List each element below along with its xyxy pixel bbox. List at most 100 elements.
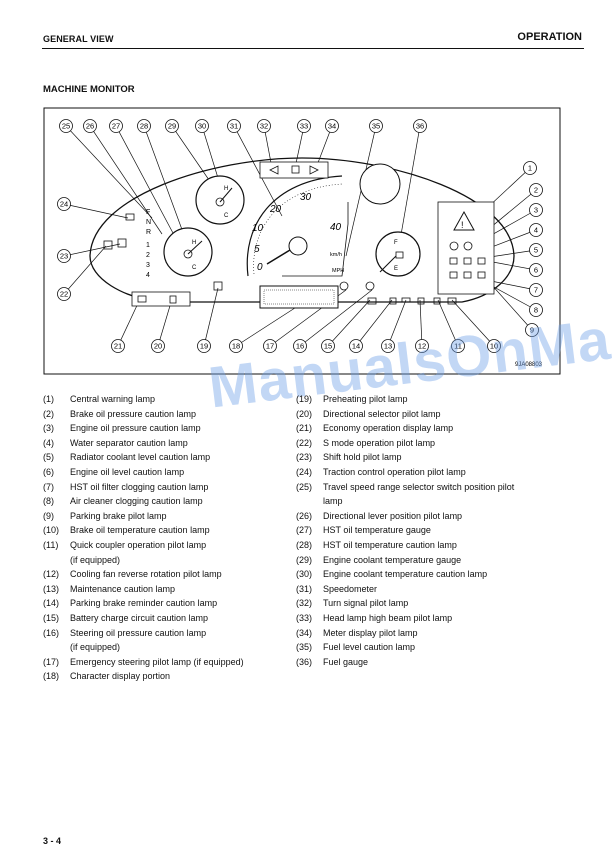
legend-text: Emergency steering pilot lamp (if equipp…	[70, 656, 244, 667]
legend-number: (20)	[296, 408, 313, 419]
callout-1: 1	[523, 161, 537, 175]
legend-text: Parking brake reminder caution lamp	[70, 598, 218, 609]
turn-signal-panel	[259, 161, 329, 179]
callout-12: 12	[415, 339, 429, 353]
legend-text: Speedometer	[323, 583, 378, 594]
callout-group: 1234567891011121314151617181920212223242…	[57, 119, 543, 353]
legend-text: Traction control operation pilot lamp	[323, 466, 466, 477]
callout-number: 23	[60, 252, 68, 261]
callout-bubble	[415, 339, 429, 353]
legend-item: (9)Parking brake pilot lamp	[43, 509, 293, 524]
callout-bubble	[381, 339, 395, 353]
meter-display-area	[359, 163, 401, 205]
legend-text: Engine oil pressure caution lamp	[70, 423, 201, 434]
callout-bubble	[57, 287, 71, 301]
callout-17: 17	[263, 339, 277, 353]
callout-11: 11	[451, 339, 465, 353]
gauge-label-f: F	[394, 240, 398, 246]
callout-number: 8	[534, 306, 538, 315]
callout-number: 31	[230, 122, 238, 131]
legend-number: (33)	[296, 612, 313, 623]
turn-right-icon	[309, 165, 319, 175]
legend-number: (4)	[43, 437, 54, 448]
callout-number: 26	[86, 122, 94, 131]
legend-text: Travel speed range selector switch posit…	[323, 481, 515, 492]
speed-label: 40	[330, 222, 342, 233]
legend-text: Economy operation display lamp	[323, 423, 454, 434]
callout-9: 9	[525, 323, 539, 337]
legend-item: (12)Cooling fan reverse rotation pilot l…	[43, 567, 293, 582]
legend-item: (if equipped)	[43, 640, 293, 655]
legend-item: (29)Engine coolant temperature gauge	[296, 553, 586, 568]
gauge-label-h: H	[192, 240, 196, 246]
callout-27: 27	[109, 119, 123, 133]
section-title: MACHINE MONITOR	[43, 84, 135, 95]
callout-bubble	[413, 119, 427, 133]
legend-left: (1)Central warning lamp(2)Brake oil pres…	[43, 392, 293, 684]
legend-text: Battery charge circuit caution lamp	[70, 612, 209, 623]
callout-29: 29	[165, 119, 179, 133]
preheating-icon	[213, 281, 223, 291]
callout-bubble	[529, 303, 543, 317]
callout-number: 36	[416, 122, 424, 131]
gear-label: N	[146, 219, 151, 226]
legend-number: (19)	[296, 394, 313, 404]
leader-line	[294, 125, 305, 169]
maintenance-icon	[401, 297, 411, 303]
engine-coolant-temperature-gauge: H C	[195, 175, 245, 225]
callout-bubble	[257, 119, 271, 133]
legend-item: (24)Traction control operation pilot lam…	[296, 465, 586, 480]
leader-line	[387, 299, 407, 347]
legend-number: (21)	[296, 423, 313, 434]
water-sep-icon	[449, 257, 458, 265]
callout-bubble	[529, 183, 543, 197]
legend-text: Head lamp high beam pilot lamp	[323, 612, 453, 623]
callout-number: 5	[534, 246, 538, 255]
callout-22: 22	[57, 287, 71, 301]
gear-label: 3	[146, 262, 150, 269]
callout-26: 26	[83, 119, 97, 133]
callout-30: 30	[195, 119, 209, 133]
legend-text: Preheating pilot lamp	[323, 394, 408, 404]
leader-line	[157, 298, 173, 347]
legend-number: (29)	[296, 554, 313, 565]
legend-text: Fuel level caution lamp	[323, 642, 416, 653]
legend-text: Shift hold pilot lamp	[323, 452, 402, 463]
brake-oil-temp-icon	[447, 297, 457, 305]
legend-item: lamp	[296, 494, 586, 509]
legend-number: (2)	[43, 408, 54, 419]
callout-7: 7	[529, 283, 543, 297]
legend-item: (11)Quick coupler operation pilot lamp	[43, 538, 293, 553]
parking-brake-icon	[477, 271, 486, 279]
gauge-label-e: E	[394, 266, 398, 272]
figure-code: 9JA08803	[515, 362, 543, 368]
legend-item: (15)Battery charge circuit caution lamp	[43, 611, 293, 626]
callout-bubble	[195, 119, 209, 133]
legend-item: (6)Engine oil level caution lamp	[43, 465, 293, 480]
legend-item: (35)Fuel level caution lamp	[296, 640, 586, 655]
legend-text: Cooling fan reverse rotation pilot lamp	[70, 569, 222, 580]
legend-item: (7)HST oil filter clogging caution lamp	[43, 480, 293, 495]
steering-oil-icon	[365, 281, 375, 291]
legend-item: (5)Radiator coolant level caution lamp	[43, 450, 293, 465]
legend-item: (34)Meter display pilot lamp	[296, 626, 586, 641]
speed-label: 10	[252, 223, 264, 234]
legend-text: Water separator caution lamp	[70, 437, 188, 448]
legend-number: (34)	[296, 627, 313, 638]
speed-label: 30	[300, 192, 312, 203]
callout-bubble	[197, 339, 211, 353]
legend-number: (16)	[43, 627, 60, 638]
callout-25: 25	[59, 119, 73, 133]
leader-line	[65, 125, 153, 219]
legend-text: (if equipped)	[70, 642, 121, 653]
legend-number: (31)	[296, 583, 313, 594]
callout-bubble	[83, 119, 97, 133]
battery-icon	[367, 297, 377, 305]
legend-text: HST oil filter clogging caution lamp	[70, 481, 209, 492]
quick-coupler-icon	[433, 297, 441, 305]
leader-line	[63, 245, 107, 295]
legend-number: (9)	[43, 510, 54, 521]
callout-bubble	[111, 339, 125, 353]
callout-number: 4	[534, 226, 538, 235]
callout-5: 5	[529, 243, 543, 257]
